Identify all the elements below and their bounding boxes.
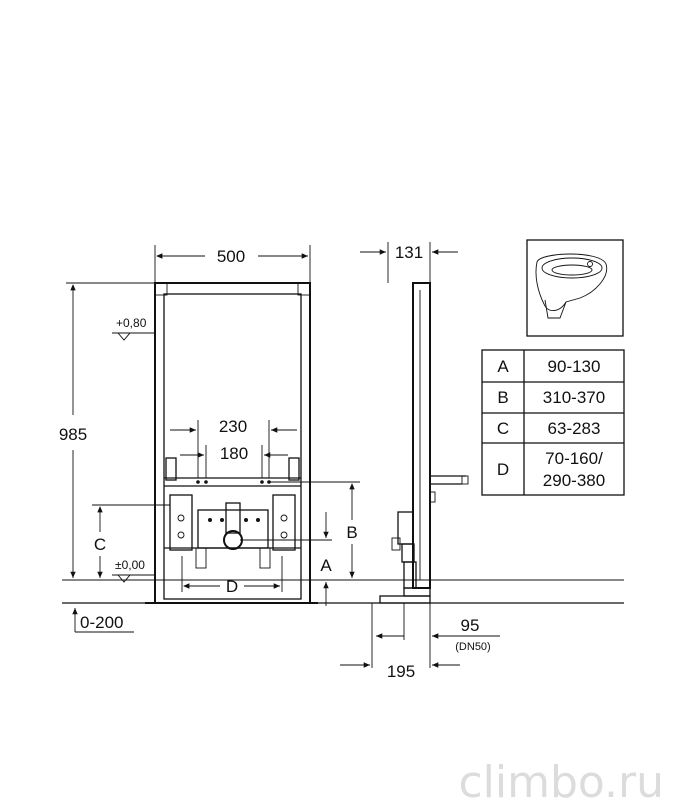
dim-d: D (181, 556, 283, 596)
dim-b: B (270, 481, 360, 578)
right-fixing-plate (272, 494, 296, 551)
bidet-thumbnail (526, 239, 624, 337)
dim-adjust-label: 0-200 (80, 613, 123, 632)
dim-depth: 131 (360, 242, 458, 283)
side-view (379, 282, 469, 604)
dim-depth-label: 131 (395, 243, 423, 262)
level-top: +0,80 (112, 316, 155, 341)
table-key-b: B (497, 388, 508, 407)
dim-spacing-230: 230 (170, 417, 297, 478)
table-value-d-2: 290-380 (543, 471, 605, 490)
watermark: climbo.ru (458, 757, 664, 808)
table-key-a: A (497, 357, 509, 376)
table-key-c: C (497, 419, 509, 438)
dim-offset-label: 195 (387, 662, 415, 681)
table-value-d-1: 70-160/ (545, 449, 603, 468)
dim-pipe-label: 95 (461, 616, 480, 635)
dim-adjust: 0-200 (72, 608, 134, 633)
left-fixing-plate (169, 494, 193, 551)
table-value-c: 63-283 (548, 419, 601, 438)
level-zero: ±0,00 (112, 558, 155, 583)
dim-c-label: C (94, 535, 106, 554)
dim-230-label: 230 (219, 417, 247, 436)
dim-pipe: 95 (DN50) (371, 603, 500, 668)
dim-spacing-180: 180 (180, 444, 288, 478)
dim-pipe-dn-label: (DN50) (455, 641, 490, 653)
center-plate (197, 509, 269, 549)
frame-outer (154, 282, 311, 604)
dim-width: 500 (154, 245, 311, 283)
table-value-b: 310-370 (543, 388, 605, 407)
table-value-a: 90-130 (548, 357, 601, 376)
level-zero-label: ±0,00 (115, 558, 145, 572)
dim-a-label: A (320, 556, 332, 575)
dim-180-label: 180 (220, 444, 248, 463)
dimension-table: A 90-130 B 310-370 C 63-283 D 70-160/ 29… (481, 349, 625, 496)
side-frame (412, 282, 431, 589)
dim-d-label: D (226, 577, 238, 596)
bidet-icon (541, 257, 603, 279)
dim-c: C (92, 504, 170, 578)
front-view (145, 282, 318, 604)
dim-a: A (240, 512, 332, 606)
drain-pipe (223, 530, 243, 550)
dim-width-label: 500 (217, 247, 245, 266)
dim-b-label: B (346, 523, 357, 542)
dim-height-label: 985 (59, 425, 87, 444)
frame-inner (163, 293, 302, 600)
level-top-label: +0,80 (116, 316, 147, 330)
table-key-d: D (497, 460, 509, 479)
dim-offset: 195 (340, 662, 460, 681)
